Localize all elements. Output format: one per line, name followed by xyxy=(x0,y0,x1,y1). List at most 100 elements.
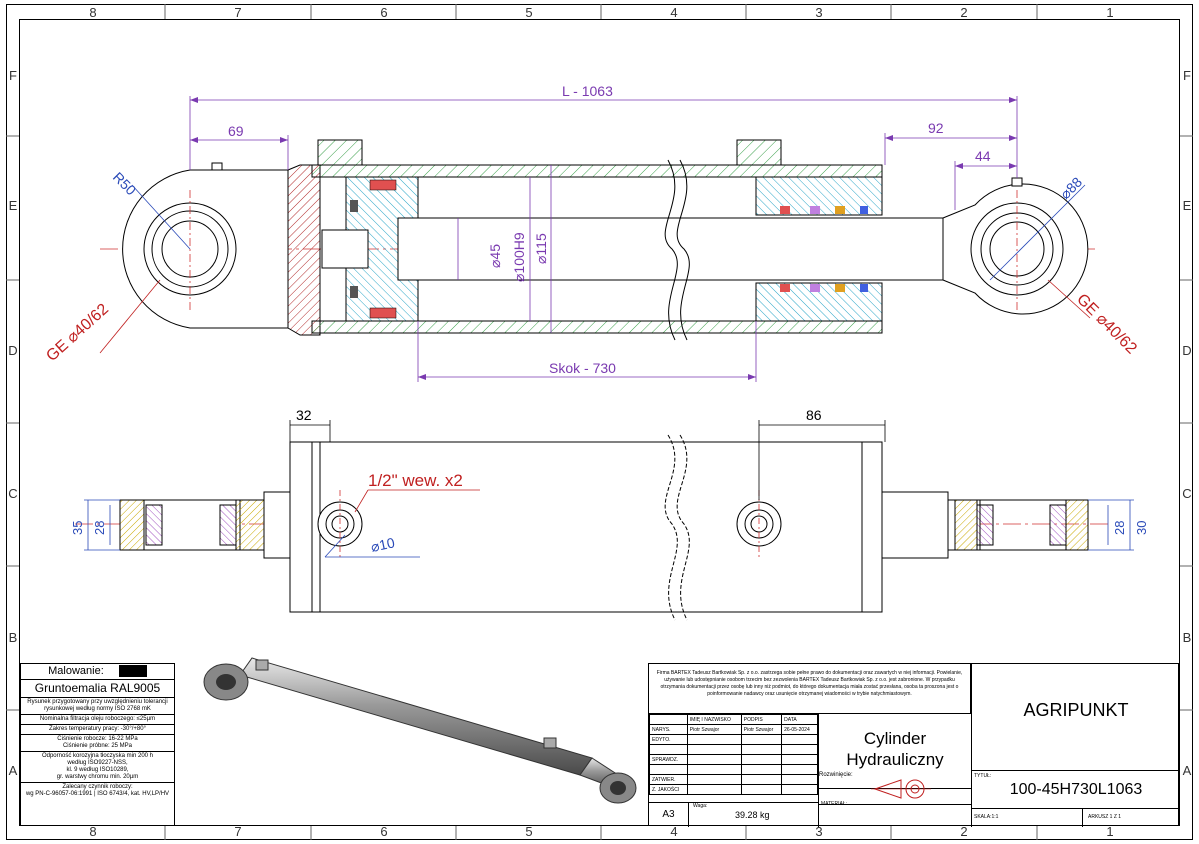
part-name: Cylinder Hydrauliczny xyxy=(819,714,971,789)
sheet-size: A3 xyxy=(649,802,689,827)
material-label: MATERIAŁ: xyxy=(821,801,848,807)
zone-row-right: B xyxy=(1183,630,1192,645)
isometric-view xyxy=(203,657,637,804)
row-approve: ZATWIER. xyxy=(649,774,688,785)
section-view xyxy=(100,139,1095,341)
weight-value: 39.28 kg xyxy=(735,810,770,820)
zone-col-top: 3 xyxy=(815,5,822,20)
port-dia-dim: ⌀10 xyxy=(369,534,396,555)
side-view xyxy=(75,434,1110,621)
zone-row-right: F xyxy=(1183,68,1191,83)
zone-col-bottom: 4 xyxy=(670,824,677,839)
row-check: SPRAWDZ. xyxy=(649,754,688,765)
note-corrosion-std: według ISO9227-NSS, xyxy=(67,760,128,766)
sheet-number: ARKUSZ 1 Z 1 xyxy=(1088,814,1122,820)
zone-row-right: D xyxy=(1182,343,1191,358)
zone-col-top: 7 xyxy=(234,5,241,20)
row-drawn: NARYS. xyxy=(649,724,688,735)
ports-label: 1/2" wew. x2 xyxy=(368,471,463,490)
section-dimensions xyxy=(189,96,1018,382)
zone-col-bottom: 6 xyxy=(380,824,387,839)
author-name: Piotr Szwajor xyxy=(686,724,742,735)
scale-value: SKALA:1:1 xyxy=(974,814,999,820)
port-distance-left-dim: 32 xyxy=(296,407,312,423)
note-working-pressure: Ciśnienie robocze: 16-22 MPa xyxy=(57,736,138,742)
note-fluid-std: wg PN-C-96057-06:1991 | ISO 6743/4, kat.… xyxy=(25,791,170,797)
note-corrosion-class: kl. 9 według ISO10289, xyxy=(66,767,129,773)
section-dimension-labels: L - 1063 69 92 44 Skok - 730 ⌀45 ⌀100H9 … xyxy=(228,83,991,376)
company-name: AGRIPUNKT xyxy=(971,664,1180,771)
company-text: AGRIPUNKT xyxy=(1023,700,1129,720)
zone-grid: 8 7 6 5 4 3 2 1 8 7 6 5 4 3 2 1 F E D C … xyxy=(8,5,1191,839)
scale-sheet: SKALA:1:1 ARKUSZ 1 Z 1 xyxy=(971,809,1180,827)
weight-label: Waga: xyxy=(693,803,708,809)
title-block: Firma BARTEX Tadeusz Bartkowiak Sp. z o.… xyxy=(648,663,1180,827)
zone-col-bottom: 8 xyxy=(89,824,96,839)
zone-row-left: C xyxy=(8,486,17,501)
bearing-right-label: GE ⌀40/62 xyxy=(1073,291,1140,358)
col-name: IMIĘ I NAZWISKO xyxy=(686,714,742,725)
drawing-number: 100-45H730L1063 xyxy=(1009,781,1143,798)
zone-row-right: C xyxy=(1182,486,1191,501)
port-offset-right-dim: 44 xyxy=(975,148,991,164)
eye-offset-right-dim: 92 xyxy=(928,120,944,136)
row-quality: Z. JAKOŚCI xyxy=(649,784,688,795)
note-fluid: Zalecany czynnik roboczy: xyxy=(62,784,133,790)
port-distance-right-dim: 86 xyxy=(806,407,822,423)
painting-label: Malowanie: xyxy=(48,665,104,677)
zone-col-bottom: 7 xyxy=(234,824,241,839)
eye-radius-dim: R50 xyxy=(110,169,140,199)
eye-width-left-inner-dim: 28 xyxy=(92,521,107,535)
part-name-line2: Hydrauliczny xyxy=(846,750,944,769)
copyright-notice: Firma BARTEX Tadeusz Bartkowiak Sp. z o.… xyxy=(649,664,971,714)
eye-width-left-outer-dim: 35 xyxy=(70,521,85,535)
row-edit: EDYTO. xyxy=(649,734,688,745)
zone-col-bottom: 5 xyxy=(525,824,532,839)
paint-swatch xyxy=(118,665,147,678)
stroke-dim: Skok - 730 xyxy=(549,360,616,376)
part-name-line1: Cylinder xyxy=(863,729,927,748)
zone-col-bottom: 1 xyxy=(1106,824,1113,839)
note-temperature: Zakres temperatury pracy: -30°/+80° xyxy=(21,725,174,735)
tube-dia-dim: ⌀115 xyxy=(533,233,549,264)
zone-row-left: D xyxy=(8,343,17,358)
bore-dia-dim: ⌀100H9 xyxy=(511,232,527,282)
rod-dia-dim: ⌀45 xyxy=(487,244,503,268)
note-tolerance: Rysunek przygotowany przy uwzględnieniu … xyxy=(21,698,174,715)
zone-row-right: E xyxy=(1183,198,1192,213)
zone-col-top: 1 xyxy=(1106,5,1113,20)
note-filtration: Nominalna filtracja oleju roboczego: ≤25… xyxy=(21,715,174,725)
zone-col-top: 5 xyxy=(525,5,532,20)
col-sign: PODPIS xyxy=(740,714,783,725)
eye-width-right-outer-dim: 30 xyxy=(1134,521,1149,535)
note-test-pressure: Ciśnienie próbne: 25 MPa xyxy=(62,743,133,749)
eye-offset-left-dim: 69 xyxy=(228,123,244,139)
note-chrome: gr. warstwy chromu min. 20µm xyxy=(56,774,139,780)
author-sign: Piotr Szwajor xyxy=(740,724,783,735)
zone-col-top: 2 xyxy=(960,5,967,20)
zone-row-left: F xyxy=(9,68,17,83)
zone-row-left: A xyxy=(9,763,18,778)
zone-col-top: 4 xyxy=(670,5,677,20)
bearing-left-label: GE ⌀40/62 xyxy=(43,301,112,365)
note-corrosion: Odporność korozyjna tłoczyska min 200 h xyxy=(41,753,154,759)
zone-col-top: 6 xyxy=(380,5,387,20)
zone-row-right: A xyxy=(1183,763,1192,778)
zone-col-bottom: 3 xyxy=(815,824,822,839)
length-dim: L - 1063 xyxy=(562,83,613,99)
drawing-date: 26-05-2024 xyxy=(781,724,818,735)
zone-row-left: E xyxy=(9,198,18,213)
sheet-frame xyxy=(6,4,1193,840)
paint-spec: Gruntoemalia RAL9005 xyxy=(21,680,174,698)
zone-row-left: B xyxy=(9,630,18,645)
title-label: TYTUŁ: xyxy=(974,773,992,779)
eye-width-right-inner-dim: 28 xyxy=(1112,521,1127,535)
zone-col-bottom: 2 xyxy=(960,824,967,839)
col-date: DATA xyxy=(781,714,818,725)
technical-notes: Malowanie: Gruntoemalia RAL9005 Rysunek … xyxy=(20,663,175,826)
title-field: TYTUŁ: 100-45H730L1063 xyxy=(971,771,1180,809)
finish-label: Rozwinięcie: xyxy=(819,772,853,778)
projection-symbol-icon xyxy=(871,779,931,799)
